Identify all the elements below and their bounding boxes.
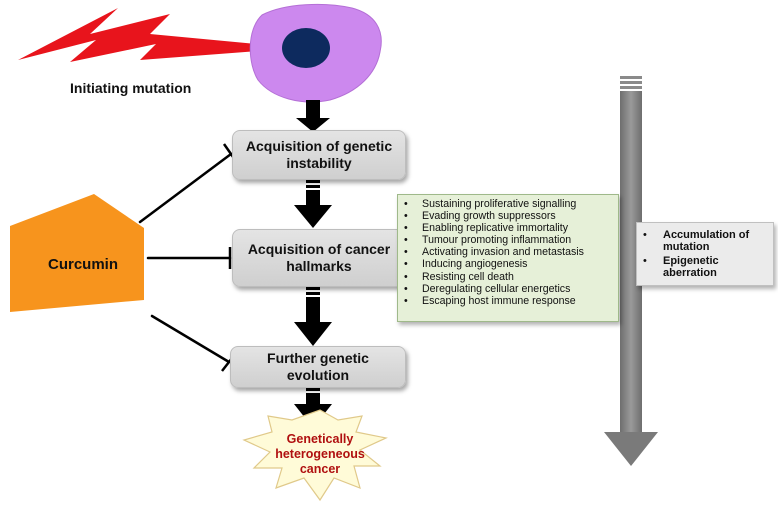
inhibition-line-1 — [138, 143, 240, 224]
outcome-starburst — [242, 409, 388, 502]
hallmark-item: Escaping host immune response — [404, 295, 614, 307]
hallmark-item: Resisting cell death — [404, 271, 614, 283]
curcumin-shape — [10, 194, 144, 312]
accumulation-time-arrow — [604, 76, 658, 466]
inhibition-line-2 — [146, 247, 232, 269]
stage-line: instability — [286, 155, 352, 171]
outcome-line: heterogeneous — [275, 447, 365, 461]
nucleus-icon — [282, 28, 330, 68]
outcome-label: Genetically heterogeneous cancer — [245, 432, 395, 477]
flow-arrow-2 — [294, 180, 332, 228]
hallmark-item: Tumour promoting inflammation — [404, 234, 614, 246]
flow-arrow-3 — [294, 287, 332, 346]
stage-line: Acquisition of cancer — [247, 240, 391, 257]
accumulation-box: Accumulation of mutation Epigenetic aber… — [636, 222, 774, 286]
accumulation-item: Accumulation of mutation — [643, 229, 769, 253]
accumulation-item: Epigenetic aberration — [643, 255, 769, 279]
hallmarks-list-box: Sustaining proliferative signalling Evad… — [397, 194, 619, 322]
hallmark-item: Evading growth suppressors — [404, 210, 614, 222]
hallmark-item: Deregulating cellular energetics — [404, 283, 614, 295]
hallmark-item: Activating invasion and metastasis — [404, 246, 614, 258]
stage-line: evolution — [286, 367, 350, 383]
flow-arrow-1 — [296, 100, 330, 132]
stage-line: Acquisition of genetic — [245, 137, 393, 154]
inhibition-line-3 — [150, 314, 237, 372]
hallmark-item: Inducing angiogenesis — [404, 258, 614, 270]
lightning-bolt-icon — [18, 8, 298, 62]
initiating-mutation-label: Initiating mutation — [70, 80, 192, 96]
hallmark-item: Enabling replicative immortality — [404, 222, 614, 234]
outcome-line: Genetically — [286, 432, 354, 446]
stage-line: hallmarks — [286, 258, 352, 274]
hallmark-item: Sustaining proliferative signalling — [404, 198, 614, 210]
curcumin-label: Curcumin — [47, 256, 118, 273]
outcome-line: cancer — [299, 462, 341, 476]
stage-line: Further genetic — [267, 349, 369, 366]
